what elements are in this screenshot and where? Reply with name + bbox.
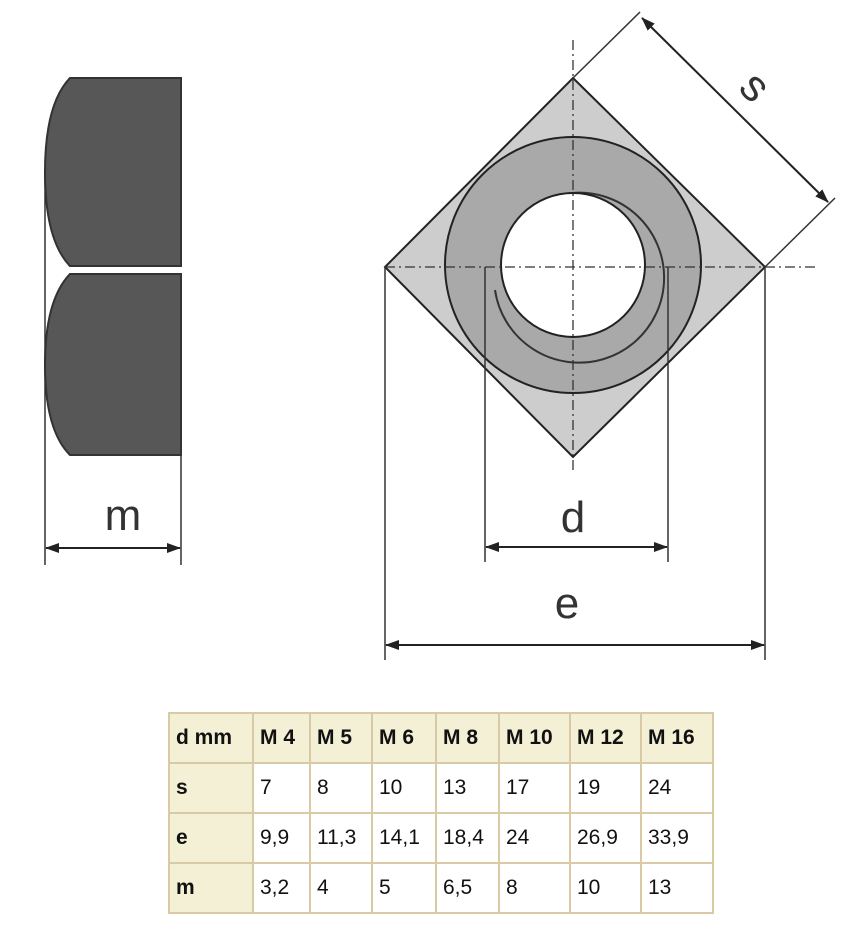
header-cell: d mm: [168, 712, 254, 764]
cell: 6,5: [435, 862, 500, 914]
row-label: m: [168, 862, 254, 914]
cell: 10: [569, 862, 642, 914]
cell: 24: [498, 812, 571, 864]
header-cell: M 5: [309, 712, 373, 764]
cell: 3,2: [252, 862, 311, 914]
label-s: s: [730, 62, 780, 112]
cell: 13: [640, 862, 714, 914]
cell: 33,9: [640, 812, 714, 864]
dimension-s: [641, 17, 829, 203]
header-cell: M 6: [371, 712, 437, 764]
dimensions-table: d mm M 4 M 5 M 6 M 8 M 10 M 12 M 16 s 7 …: [168, 712, 714, 914]
header-cell: M 16: [640, 712, 714, 764]
cell: 9,9: [252, 812, 311, 864]
square-nut-drawing: m s d e: [43, 11, 836, 660]
table-row: e 9,9 11,3 14,1 18,4 24 26,9 33,9: [168, 812, 714, 864]
table-row: m 3,2 4 5 6,5 8 10 13: [168, 862, 714, 914]
label-d: d: [561, 493, 585, 542]
side-view: m: [43, 77, 182, 565]
cell: 18,4: [435, 812, 500, 864]
table-header-row: d mm M 4 M 5 M 6 M 8 M 10 M 12 M 16: [168, 712, 714, 764]
cell: 8: [309, 762, 373, 814]
cell: 24: [640, 762, 714, 814]
cell: 13: [435, 762, 500, 814]
label-m: m: [105, 491, 142, 540]
cell: 17: [498, 762, 571, 814]
cell: 4: [309, 862, 373, 914]
row-label: s: [168, 762, 254, 814]
header-cell: M 10: [498, 712, 571, 764]
cell: 14,1: [371, 812, 437, 864]
cell: 19: [569, 762, 642, 814]
cell: 10: [371, 762, 437, 814]
row-label: e: [168, 812, 254, 864]
header-cell: M 12: [569, 712, 642, 764]
top-view: s d e: [383, 11, 836, 660]
cell: 8: [498, 862, 571, 914]
header-cell: M 4: [252, 712, 311, 764]
label-e: e: [555, 579, 579, 628]
header-cell: M 8: [435, 712, 500, 764]
cell: 7: [252, 762, 311, 814]
cell: 5: [371, 862, 437, 914]
cell: 11,3: [309, 812, 373, 864]
cell: 26,9: [569, 812, 642, 864]
table-row: s 7 8 10 13 17 19 24: [168, 762, 714, 814]
